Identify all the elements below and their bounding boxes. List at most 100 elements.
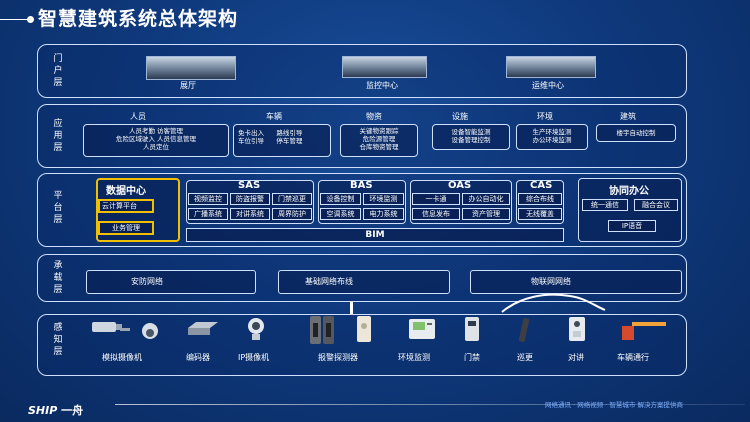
base-network-cabling-label: 基础网络布线 <box>305 277 353 286</box>
app-group-title: 人员 <box>130 112 146 121</box>
data-center-title: 数据中心 <box>106 186 146 197</box>
app-group-people: 人员考勤 访客管理 危险区域驶入 人员信息管理 人员定位 <box>83 124 229 157</box>
ops-center-photo <box>506 56 596 78</box>
dome-camera-icon <box>142 323 158 339</box>
wall-detector-icon <box>357 316 371 342</box>
collab-cell: 统一通信 <box>582 199 628 211</box>
app-group-title: 物资 <box>366 112 382 121</box>
bas-cell: 电力系统 <box>363 208 404 220</box>
oas-cell: 一卡通 <box>412 193 460 205</box>
sas-cell: 门禁巡更 <box>272 193 312 205</box>
app-group-facilities: 设备智能监测 设备管理控制 <box>432 124 510 150</box>
app-line: 关键物资跟踪 <box>359 127 399 135</box>
device-label: IP摄像机 <box>238 353 270 362</box>
platform-layer-label: 平台层 <box>53 191 63 225</box>
oas-cell: 资产管理 <box>462 208 510 220</box>
sas-cell: 视频监控 <box>188 193 228 205</box>
intercom-icon <box>569 317 585 341</box>
access-control-icon <box>465 317 479 341</box>
device-label: 门禁 <box>464 353 480 362</box>
collab-cell: 融合会议 <box>634 199 678 211</box>
app-line: 危险区域驶入 人员信息管理 <box>115 135 197 143</box>
sas-cell: 广播系统 <box>188 208 228 220</box>
security-network: 安防网络 <box>86 270 256 294</box>
app-line: 车位引导 停车管理 <box>238 137 303 145</box>
app-group-environment: 生产环境监测 办公环境监测 <box>516 124 588 150</box>
device-label: 模拟摄像机 <box>102 353 142 362</box>
business-management: 业务管理 <box>98 221 154 235</box>
connector-line <box>350 302 353 314</box>
barrier-gate-icon <box>622 322 666 340</box>
carrier-layer-label: 承载层 <box>53 261 63 295</box>
alarm-detector-icon <box>310 316 334 344</box>
slogan: 网络通讯 · 网络视频 · 智慧城市 解决方案提供商 <box>545 401 683 409</box>
patrol-icon <box>518 318 530 342</box>
iot-network-label: 物联网网络 <box>531 277 571 286</box>
device-label: 车辆通行 <box>617 353 649 362</box>
env-monitor-icon <box>409 319 435 339</box>
security-network-label: 安防网络 <box>131 277 163 286</box>
logo-brand: SHIP <box>28 404 58 417</box>
iot-network: 物联网网络 <box>470 270 682 294</box>
bas-cell: 设备控制 <box>320 193 361 205</box>
sas-cell: 防盗报警 <box>230 193 270 205</box>
cas-cell: 综合布线 <box>518 193 562 205</box>
app-group-title: 车辆 <box>266 112 282 121</box>
app-group-building: 楼宇自动控制 <box>596 124 676 142</box>
device-label: 报警探测器 <box>318 353 358 362</box>
showroom-photo <box>146 56 236 80</box>
sas-cell: 对讲系统 <box>230 208 270 220</box>
app-line: 设备智能监测 <box>451 128 491 136</box>
device-label: 巡更 <box>517 353 533 362</box>
sas-cell: 周界防护 <box>272 208 312 220</box>
portal-item-ops-center: 运维中心 <box>532 81 564 90</box>
wireless-link-line <box>501 293 606 313</box>
device-label: 环境监测 <box>398 353 430 362</box>
app-line: 免卡出入 路线引导 <box>238 129 303 137</box>
title-line <box>0 19 30 20</box>
page-title: 智慧建筑系统总体架构 <box>38 8 239 30</box>
app-line: 设备管理控制 <box>451 136 491 144</box>
app-line: 办公环境监测 <box>532 136 572 144</box>
ip-camera-icon <box>248 318 264 340</box>
collab-title: 协同办公 <box>609 186 649 197</box>
oas-title: OAS <box>448 180 472 191</box>
bas-cell: 环境监测 <box>363 193 404 205</box>
collab-cell: IP语音 <box>608 220 656 232</box>
portal-item-monitor-center: 监控中心 <box>366 81 398 90</box>
bim-bar: BIM <box>186 228 564 242</box>
app-group-title: 建筑 <box>620 112 636 121</box>
bas-cell: 空调系统 <box>320 208 361 220</box>
device-label: 对讲 <box>568 353 584 362</box>
app-group-title: 设施 <box>452 112 468 121</box>
monitor-center-photo <box>342 56 427 78</box>
app-line: 生产环境监测 <box>532 128 572 136</box>
app-line: 危险源管理 <box>362 135 396 143</box>
cas-title: CAS <box>530 180 553 191</box>
footer-line <box>115 404 745 405</box>
oas-cell: 办公自动化 <box>462 193 510 205</box>
company-logo: SHIP 一舟 <box>28 402 83 418</box>
app-group-title: 环境 <box>537 112 553 121</box>
app-line: 仓库物资管理 <box>359 143 399 151</box>
encoder-icon <box>188 322 218 335</box>
app-line: 楼宇自动控制 <box>616 129 656 137</box>
app-group-materials: 关键物资跟踪 危险源管理 仓库物资管理 <box>340 124 418 157</box>
sensing-layer-label: 感知层 <box>53 323 63 357</box>
app-layer-label: 应用层 <box>53 119 63 153</box>
bas-title: BAS <box>350 180 373 191</box>
base-network-cabling: 基础网络布线 <box>278 270 450 294</box>
cas-cell: 无线覆盖 <box>518 208 562 220</box>
camera-icon <box>92 322 130 332</box>
portal-layer-label: 门户层 <box>53 54 63 88</box>
logo-cn: 一舟 <box>61 404 84 417</box>
portal-item-showroom: 展厅 <box>180 81 196 90</box>
cloud-platform: 云计算平台 <box>98 199 154 213</box>
app-line: 人员定位 <box>143 143 169 151</box>
title-dot <box>27 16 34 23</box>
app-group-vehicles: 免卡出入 路线引导 车位引导 停车管理 <box>233 124 331 157</box>
device-label: 编码器 <box>186 353 210 362</box>
oas-cell: 信息发布 <box>412 208 460 220</box>
app-line: 人员考勤 访客管理 <box>128 127 184 135</box>
sas-title: SAS <box>238 180 261 191</box>
